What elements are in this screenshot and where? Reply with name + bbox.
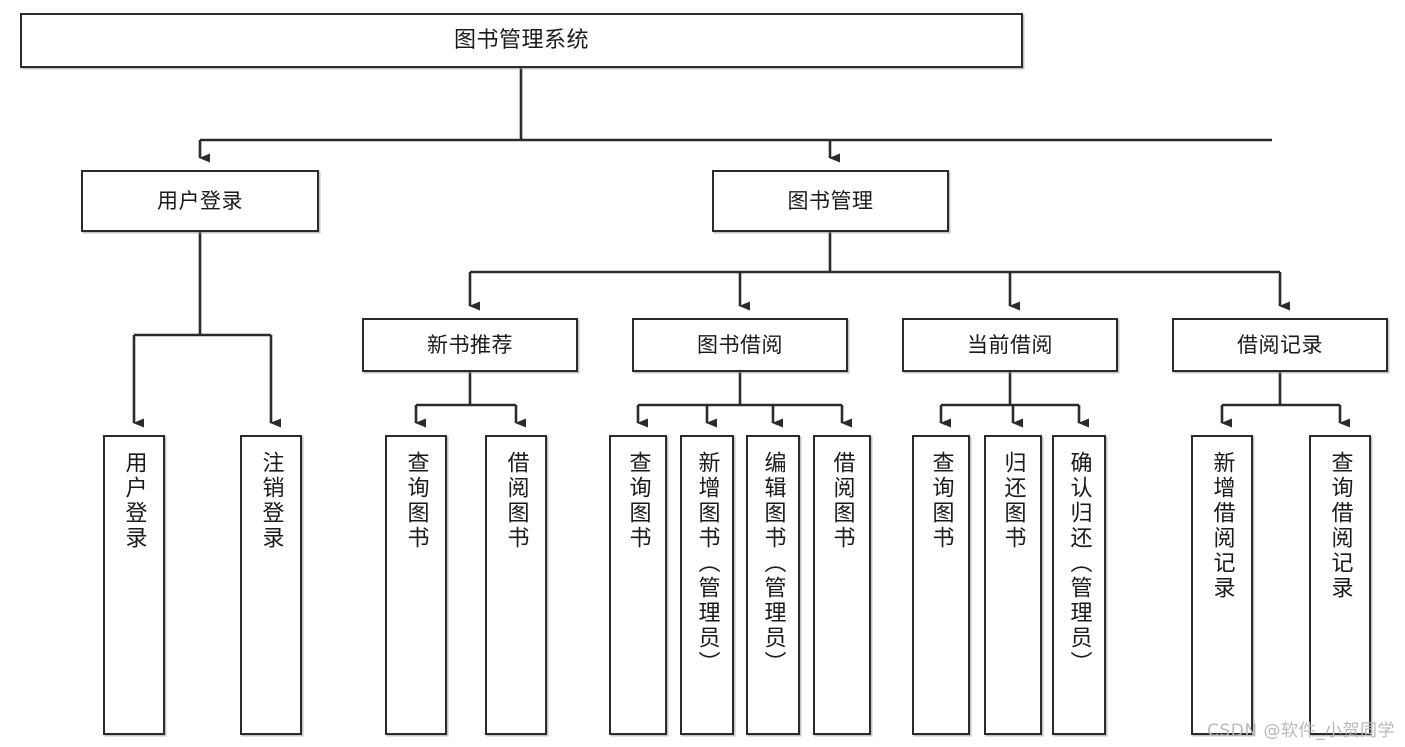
- node-user-login-label: 用户登录: [157, 188, 243, 213]
- node-leaf-add-loan-record-label: 新增借阅记录: [1209, 451, 1235, 601]
- node-leaf-query-book-3[interactable]: 查询图书: [912, 435, 970, 735]
- node-leaf-edit-book-admin-label: 编辑图书（管理员）: [760, 451, 786, 676]
- node-user-login[interactable]: 用户登录: [81, 170, 319, 232]
- node-leaf-query-book-1-label: 查询图书: [403, 451, 429, 551]
- node-new-book-recommendation[interactable]: 新书推荐: [362, 318, 578, 372]
- node-leaf-return-book-label: 归还图书: [1000, 451, 1026, 551]
- node-leaf-query-loan-record[interactable]: 查询借阅记录: [1309, 435, 1371, 735]
- node-loan-record-label: 借阅记录: [1237, 332, 1323, 357]
- node-leaf-logout-label: 注销登录: [258, 451, 284, 551]
- node-root-label: 图书管理系统: [453, 27, 589, 53]
- node-leaf-add-book-admin-label: 新增图书（管理员）: [694, 451, 720, 676]
- node-book-borrow-label: 图书借阅: [697, 332, 783, 357]
- node-leaf-query-book-3-label: 查询图书: [928, 451, 954, 551]
- node-leaf-query-book-1[interactable]: 查询图书: [385, 435, 447, 735]
- node-leaf-add-loan-record[interactable]: 新增借阅记录: [1191, 435, 1253, 735]
- node-book-management[interactable]: 图书管理: [712, 170, 949, 232]
- node-loan-record[interactable]: 借阅记录: [1172, 318, 1388, 372]
- node-leaf-logout[interactable]: 注销登录: [240, 435, 302, 735]
- node-current-loan-label: 当前借阅: [967, 332, 1053, 357]
- node-leaf-user-login-label: 用户登录: [121, 451, 147, 551]
- node-leaf-borrow-book-2[interactable]: 借阅图书: [813, 435, 871, 735]
- node-leaf-return-book[interactable]: 归还图书: [984, 435, 1042, 735]
- node-leaf-borrow-book-1[interactable]: 借阅图书: [485, 435, 547, 735]
- node-leaf-confirm-return-admin[interactable]: 确认归还（管理员）: [1052, 435, 1106, 735]
- node-current-loan[interactable]: 当前借阅: [902, 318, 1118, 372]
- node-leaf-query-loan-record-label: 查询借阅记录: [1327, 451, 1353, 601]
- node-leaf-confirm-return-admin-label: 确认归还（管理员）: [1066, 451, 1092, 676]
- node-root[interactable]: 图书管理系统: [20, 13, 1023, 68]
- node-book-borrow[interactable]: 图书借阅: [632, 318, 848, 372]
- node-book-management-label: 图书管理: [787, 188, 874, 213]
- node-leaf-user-login[interactable]: 用户登录: [103, 435, 165, 735]
- node-leaf-borrow-book-2-label: 借阅图书: [829, 451, 855, 551]
- node-leaf-query-book-2[interactable]: 查询图书: [609, 435, 667, 735]
- node-leaf-borrow-book-1-label: 借阅图书: [503, 451, 529, 551]
- node-leaf-add-book-admin[interactable]: 新增图书（管理员）: [680, 435, 734, 735]
- node-leaf-query-book-2-label: 查询图书: [625, 451, 651, 551]
- node-new-book-recommendation-label: 新书推荐: [427, 332, 513, 357]
- watermark: CSDN @软件_小贺同学: [1207, 721, 1395, 741]
- node-leaf-edit-book-admin[interactable]: 编辑图书（管理员）: [746, 435, 800, 735]
